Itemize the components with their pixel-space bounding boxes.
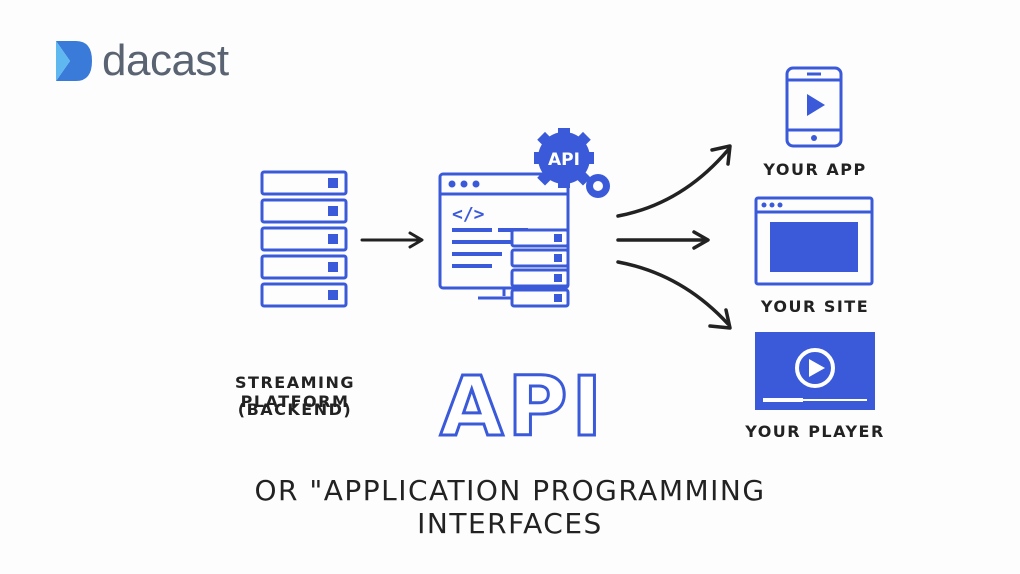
subtitle: or "Application Programming Interfaces <box>254 474 766 540</box>
brand-name: dacast <box>102 36 229 85</box>
arrows-to-outputs <box>616 144 732 330</box>
output-label-site: Your site <box>760 297 870 316</box>
headline-api: API <box>439 359 607 457</box>
dacast-logo: dacast <box>54 36 229 86</box>
browser-window-icon <box>754 196 874 286</box>
backend-label-line2: (backend) <box>237 400 353 419</box>
output-label-app: Your app <box>763 160 867 179</box>
backend-label-line1: Streaming platform <box>235 373 355 411</box>
phone-icon <box>785 66 843 148</box>
server-stack-icon <box>260 170 348 308</box>
video-player-icon <box>755 332 875 410</box>
output-label-player: Your player <box>745 422 885 441</box>
arrow-backend-to-api <box>360 231 424 249</box>
code-glyph: </> <box>452 204 485 225</box>
dacast-logo-icon <box>56 41 92 81</box>
api-monitor-icon: </> API <box>438 128 610 308</box>
api-badge-label: API <box>548 150 580 170</box>
